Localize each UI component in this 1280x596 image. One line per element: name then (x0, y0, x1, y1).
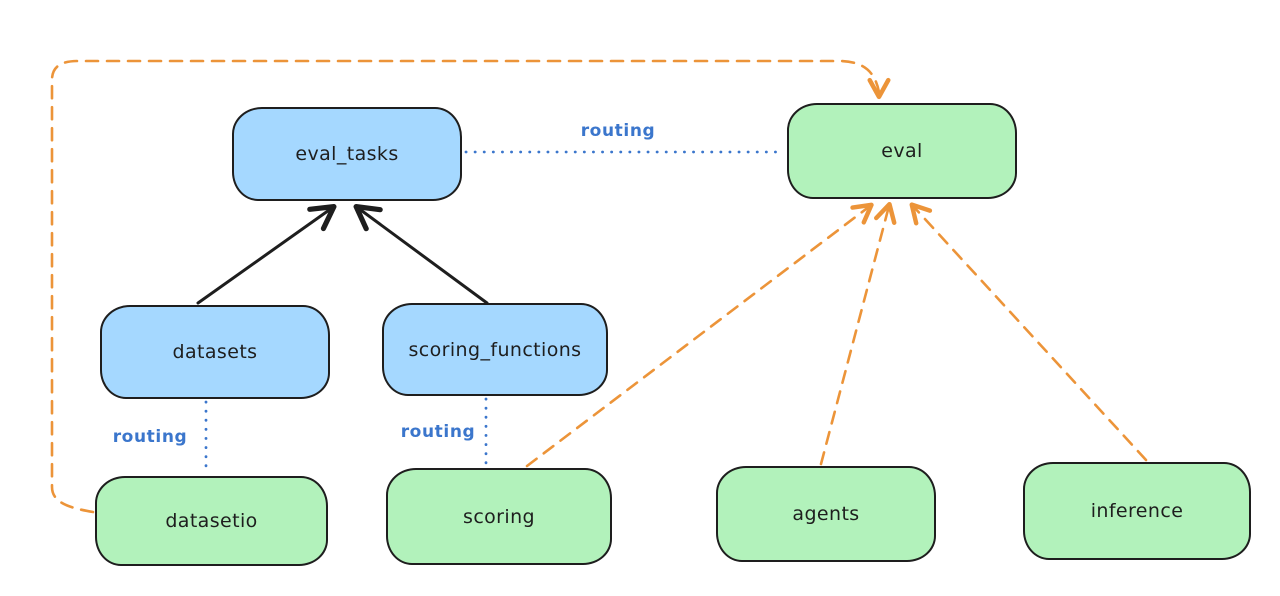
node-eval-tasks-label: eval_tasks (295, 143, 399, 165)
edge-scoring-functions-to-eval-tasks (353, 204, 489, 305)
routing-label-datasets-datasetio: routing (112, 427, 188, 447)
edge-agents-to-eval (819, 201, 897, 466)
edge-datasetio-to-eval (50, 59, 891, 514)
edge-datasets-to-eval-tasks (196, 204, 337, 305)
routing-label-eval-tasks-eval: routing (580, 121, 656, 141)
edge-scoring-to-eval (525, 202, 874, 468)
node-datasetio-label: datasetio (165, 510, 258, 532)
node-agents: agents (716, 466, 936, 562)
node-scoring-label: scoring (463, 505, 535, 528)
node-scoring: scoring (386, 468, 612, 565)
node-agents-label: agents (792, 503, 860, 525)
node-scoring-functions: scoring_functions (382, 303, 608, 396)
node-eval: eval (787, 103, 1017, 199)
node-datasets-label: datasets (172, 341, 258, 363)
edge-inference-to-eval (909, 202, 1148, 462)
node-eval-tasks: eval_tasks (232, 107, 462, 201)
node-datasetio: datasetio (95, 476, 328, 566)
routing-label-scoring-functions-scoring: routing (400, 422, 476, 442)
node-eval-label: eval (881, 140, 923, 162)
node-datasets: datasets (100, 305, 330, 399)
node-inference-label: inference (1090, 500, 1184, 522)
node-inference: inference (1023, 462, 1251, 560)
node-scoring-functions-label: scoring_functions (408, 338, 582, 361)
